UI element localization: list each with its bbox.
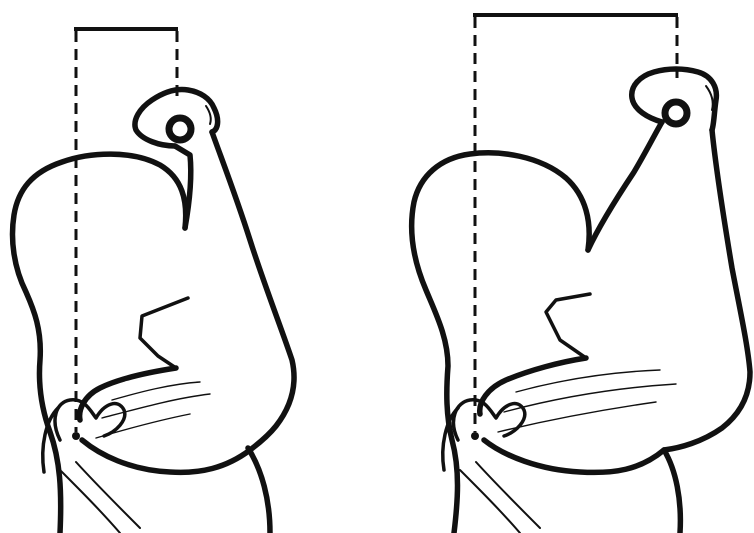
right-armpit xyxy=(546,294,590,358)
left-forearm-back xyxy=(212,132,294,450)
left-torso-outline xyxy=(13,154,186,533)
left-support-hand xyxy=(55,400,125,440)
left-elbow-pivot xyxy=(72,432,80,440)
right-elbow-pivot xyxy=(471,432,479,440)
right-handle-ring xyxy=(665,102,687,124)
right-forearm-back xyxy=(664,130,750,450)
right-muscle-line-1 xyxy=(516,370,660,392)
left-handle-ring xyxy=(169,118,191,140)
right-back-lower xyxy=(664,450,680,533)
right-panel xyxy=(412,15,750,533)
left-panel xyxy=(13,29,295,533)
right-support-forearm xyxy=(460,470,520,533)
left-armpit xyxy=(140,298,188,368)
left-fist-finger xyxy=(206,106,211,124)
right-upper-arm xyxy=(480,358,586,414)
left-back-lower xyxy=(248,448,270,533)
left-upper-arm-bottom xyxy=(82,440,250,472)
right-upper-arm-bottom xyxy=(484,440,664,472)
left-support-forearm xyxy=(60,470,120,533)
right-forearm-front xyxy=(588,122,662,250)
right-fist-finger xyxy=(706,86,713,110)
left-upper-arm xyxy=(80,368,176,420)
right-support-hand xyxy=(454,400,525,440)
